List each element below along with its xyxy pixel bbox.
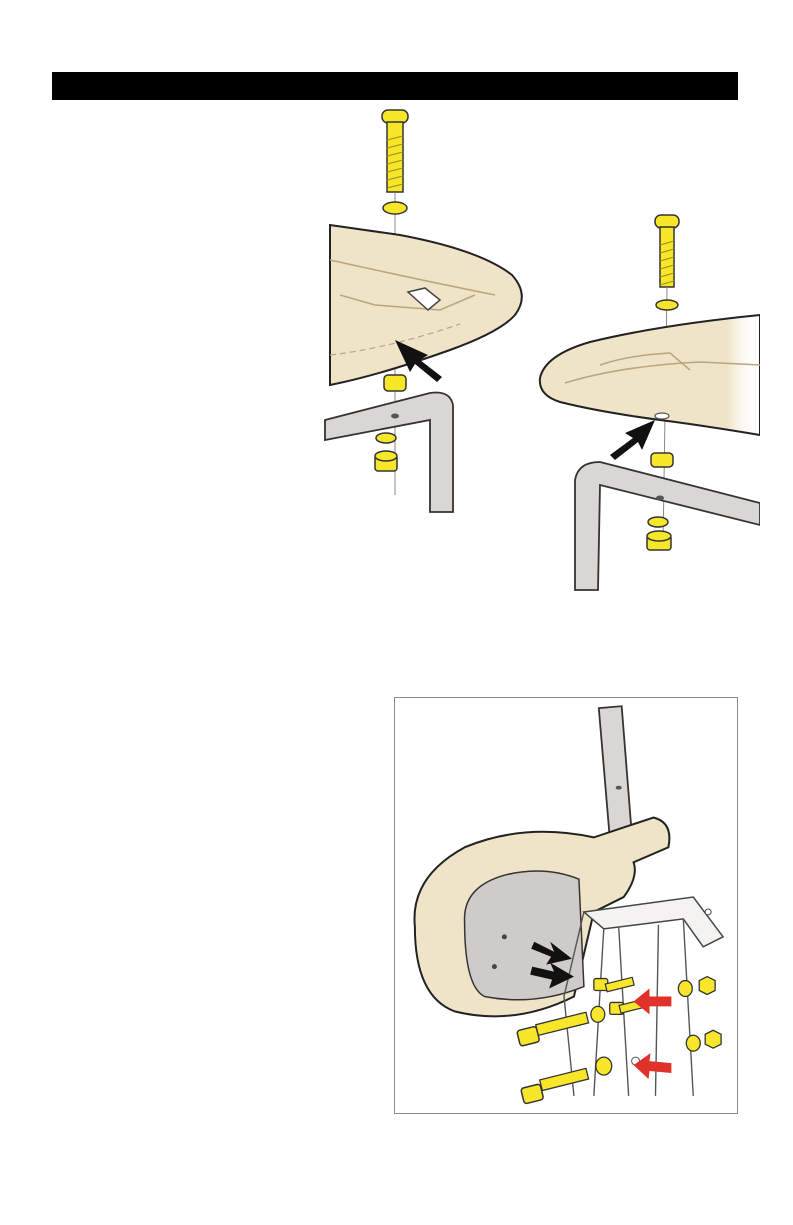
lock-nut-icon [375, 451, 397, 471]
washer-icon [686, 1035, 700, 1051]
seat-frame-tube [575, 462, 760, 590]
seat-bolt-illustration [300, 100, 760, 600]
hex-bolt-icon [517, 1012, 589, 1046]
spacer-icon [651, 453, 673, 467]
red-arrow-icon [634, 1053, 672, 1079]
section-header-bar [52, 72, 738, 100]
carriage-bolt-icon [655, 215, 679, 287]
hex-nut-icon [705, 1030, 721, 1048]
carriage-bolt-icon [382, 110, 408, 192]
washer-icon [596, 1057, 612, 1075]
seat-bolt-assembly-right [540, 215, 760, 590]
backrest-bracket-illustration [394, 697, 738, 1114]
washer-icon [648, 517, 668, 527]
lock-nut-icon [647, 531, 671, 550]
hex-bolt-icon [521, 1068, 589, 1104]
seat-cushion [540, 315, 760, 435]
backrest-back-panel [465, 871, 584, 1000]
washer-icon [656, 300, 678, 310]
washer-icon [678, 981, 692, 997]
washer-icon [376, 433, 396, 443]
hex-bolt-icon [594, 977, 634, 991]
hex-nut-icon [699, 977, 715, 995]
black-arrow-icon [610, 420, 655, 460]
washer-icon [383, 202, 407, 214]
spacer-icon [384, 375, 406, 391]
washer-icon [591, 1006, 605, 1022]
red-arrow-icon [634, 989, 672, 1015]
section-header-title [52, 77, 62, 94]
seat-bolt-assembly-left [325, 110, 522, 512]
